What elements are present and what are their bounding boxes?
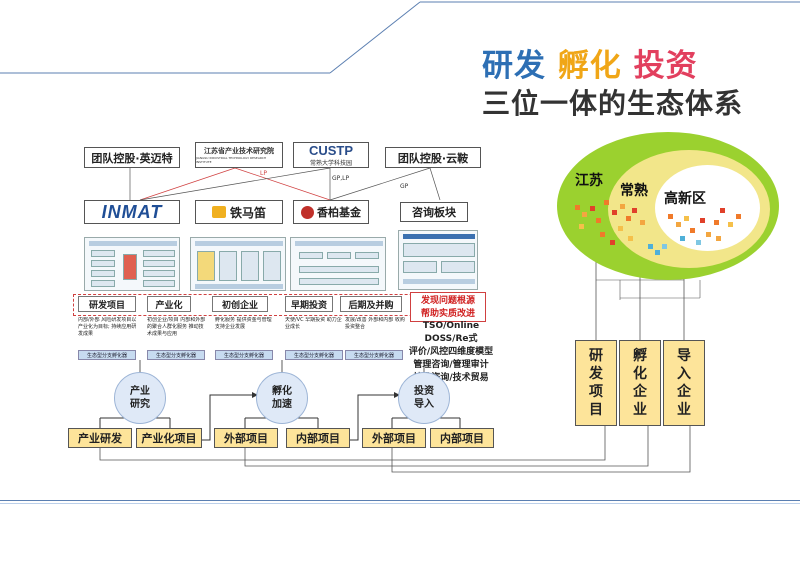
vbox-imported-company: 导 入 企 业: [663, 340, 705, 426]
xiangbai-logo-box: 香柏基金: [293, 200, 369, 224]
stage-startup: 初创企业: [212, 296, 268, 312]
box-industrial-project: 产业化项目: [136, 428, 202, 448]
red-note-line2: 帮助实质改进: [420, 309, 475, 319]
lp-label: LP: [260, 170, 267, 177]
red-note-line1: 发现问题根源: [420, 296, 475, 306]
circle3-line1: 投资: [414, 386, 434, 397]
tiemengdao-mark-icon: [211, 206, 226, 218]
footer-band: [0, 500, 800, 583]
v3-line4: 业: [677, 402, 691, 418]
gp-lp-label: GP,LP: [332, 175, 350, 182]
custp-name: CUSTP: [308, 143, 354, 158]
v3-line3: 企: [677, 384, 691, 400]
inmat-logo-box: INMAT: [84, 200, 180, 224]
circle-industry-research: 产业研究: [114, 372, 166, 424]
label-changshu: 常熟: [620, 183, 648, 199]
v1-line4: 目: [589, 402, 603, 418]
inmat-logo: INMAT: [101, 201, 163, 222]
box-external-project-2: 外部项目: [362, 428, 426, 448]
v2-line2: 化: [633, 366, 647, 382]
team-box-left: 团队控股·英迈特: [84, 147, 180, 168]
stage-research-project: 研发项目: [78, 296, 136, 312]
v3-line1: 导: [677, 348, 691, 364]
box-internal-project-1: 内部项目: [286, 428, 350, 448]
box-industry-rd: 产业研发: [68, 428, 132, 448]
main-title: 研发 孵化 投资: [482, 40, 698, 85]
title-part-incubate: 孵化: [557, 48, 622, 84]
incubator-bar-1: 生态型分支孵化器: [78, 350, 136, 360]
incubator-bar-5: 生态型分支孵化器: [345, 350, 403, 360]
subtitle: 三位一体的生态体系: [482, 87, 744, 120]
consult-org-chart: [398, 230, 478, 290]
title-part-research: 研发: [482, 48, 546, 84]
label-jiangsu: 江苏: [575, 173, 603, 189]
v1-line2: 发: [589, 366, 603, 382]
footer-rule: [0, 503, 800, 504]
xiangbai-name: 香柏基金: [317, 206, 361, 219]
team-box-right: 团队控股·云鞍: [385, 147, 481, 168]
xiangbai-org-chart: [290, 237, 386, 291]
desc-early: 天使/VC 早期投资 助力企业成长: [285, 317, 342, 330]
desc-startup: 孵化服务 提供资金与管理 支持企业发展: [215, 317, 272, 330]
stage-late-mna: 后期及并购: [340, 296, 402, 312]
box-external-project-1: 外部项目: [214, 428, 278, 448]
institute-sub: JIANGSU INDUSTRIAL TECHNOLOGY RESEARCH I…: [196, 156, 267, 164]
consult-box: 咨询板块: [400, 202, 468, 222]
label-high-tech-zone: 高新区: [664, 191, 706, 207]
desc-research: 内部/外部 风险研发项目以产业化为目标; 持续应用研发成果: [78, 317, 137, 337]
consult-desc-line3: 管理咨询/管理审计: [413, 360, 489, 370]
problem-root-note: 发现问题根源 帮助实质改进: [410, 292, 486, 322]
consult-desc-line1: TSO/Online DOSS/Re式: [422, 321, 480, 344]
v1-line1: 研: [589, 348, 603, 364]
circle2-line1: 孵化: [272, 386, 292, 397]
ecosystem-high-tech-zone: [655, 165, 760, 251]
tiemengdao-org-chart: [190, 237, 286, 291]
incubator-bar-2: 生态型分支孵化器: [147, 350, 205, 360]
v2-line1: 孵: [633, 348, 647, 364]
tiemengdao-logo-box: 铁马笛: [195, 200, 283, 224]
circle3-line2: 导入: [414, 399, 434, 410]
stage-industrialization: 产业化: [147, 296, 191, 312]
circle-incubation: 孵化加速: [256, 372, 308, 424]
xiangbai-mark-icon: [301, 205, 314, 219]
v2-line3: 企: [633, 384, 647, 400]
v3-line2: 入: [677, 366, 691, 382]
stage-early-investment: 早期投资: [285, 296, 333, 312]
incubator-bar-3: 生态型分支孵化器: [215, 350, 273, 360]
consult-desc-line4: 技术咨询/技术贸易: [413, 373, 489, 383]
desc-late: 发展/改善 外部和内部 收购投资整合: [345, 317, 405, 330]
incubator-bar-4: 生态型分支孵化器: [285, 350, 343, 360]
v1-line3: 项: [589, 384, 603, 400]
circle2-line2: 加速: [272, 399, 292, 410]
institute-name: 江苏省产业技术研究院: [204, 147, 274, 155]
tiemengdao-name: 铁马笛: [229, 205, 266, 220]
box-internal-project-2: 内部项目: [430, 428, 494, 448]
circle-investment: 投资导入: [398, 372, 450, 424]
circle1-line2: 研究: [130, 399, 150, 410]
custp-sub: 常熟大学科技园: [309, 160, 352, 167]
consult-description: TSO/Online DOSS/Re式 评价/风控四维度模型 管理咨询/管理审计…: [400, 320, 502, 385]
circle1-line1: 产业: [130, 386, 150, 397]
v2-line4: 业: [633, 402, 647, 418]
desc-industrial: 初创企业/项目 内部和外部的聚合人群化服务 推动技术成果与应用: [147, 317, 206, 337]
institute-logo-box: 江苏省产业技术研究院 JIANGSU INDUSTRIAL TECHNOLOGY…: [195, 142, 283, 168]
consult-desc-line2: 评价/风控四维度模型: [408, 347, 494, 357]
gp-label: GP: [400, 183, 409, 190]
inmat-org-chart: [84, 237, 180, 291]
custp-logo-box: CUSTP 常熟大学科技园: [293, 142, 369, 168]
vbox-incubated-company: 孵 化 企 业: [619, 340, 661, 426]
vbox-research-project: 研 发 项 目: [575, 340, 617, 426]
title-part-invest: 投资: [633, 48, 698, 84]
